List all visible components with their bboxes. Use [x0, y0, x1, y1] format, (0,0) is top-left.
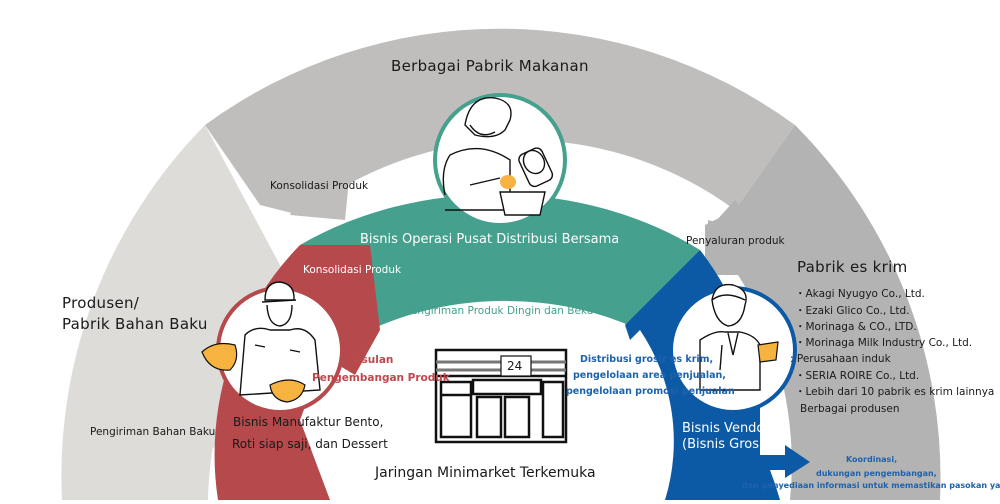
- convenience-store-icon: [434, 348, 568, 444]
- orange-food-item: [500, 175, 516, 189]
- cold-frozen-delivery-label: Pengiriman Produk Dingin dan Beku: [405, 305, 594, 317]
- list-item: : Perusahaan induk: [790, 353, 891, 365]
- list-item: ・Morinaga & CO., LTD.: [795, 321, 917, 333]
- coordination-label-line1: Koordinasi,: [846, 455, 898, 464]
- list-item: ・Ezaki Glico Co., Ltd.: [795, 305, 910, 317]
- outer-ring-ice-cream-segment: [705, 125, 941, 500]
- bread-loaf-icon: [201, 342, 238, 371]
- list-item: Berbagai produsen: [800, 403, 900, 415]
- manufacturing-label-line2: Roti siap saji, dan Dessert: [232, 437, 388, 451]
- distribution-center-label: Bisnis Operasi Pusat Distribusi Bersama: [360, 232, 620, 247]
- minimarket-label: Jaringan Minimarket Terkemuka: [375, 465, 596, 481]
- consolidation-label-inner: Konsolidasi Produk: [303, 264, 402, 276]
- product-dev-proposal-line2: Pengembangan Produk: [312, 372, 450, 384]
- ice-cream-cup-icon: [757, 341, 779, 363]
- wholesale-label-line3: pengelolaan promosi penjualan: [566, 386, 735, 397]
- wholesale-label-line2: pengelolaan area penjualan,: [573, 370, 726, 381]
- distribution-arrow-outer: [708, 200, 765, 275]
- list-item: ・SERIA ROIRE Co., Ltd.: [795, 370, 920, 382]
- vendor-label-line2: (Bisnis Grosir): [682, 437, 774, 452]
- delivery-down-arrow: [480, 268, 520, 298]
- list-item: ・Akagi Nyugyo Co., Ltd.: [795, 288, 925, 300]
- list-item: ・Lebih dari 10 pabrik es krim lainnya: [795, 386, 995, 398]
- product-dev-proposal-line1: Usulan: [353, 354, 394, 366]
- ice-cream-factory-title: Pabrik es krim: [797, 258, 908, 276]
- manufacturing-label-line1: Bisnis Manufaktur Bento,: [233, 415, 384, 429]
- consolidation-label-outer: Konsolidasi Produk: [270, 180, 369, 192]
- coordination-label-line3: dan penyediaan informasi untuk memastika…: [742, 481, 1000, 490]
- raw-material-title-line2: Pabrik Bahan Baku: [62, 315, 208, 333]
- raw-material-arrow: [80, 375, 225, 490]
- consolidation-arrow-outer: [270, 165, 350, 220]
- factory-worker-icon: [442, 97, 554, 216]
- product-distribution-label: Penyaluran produk: [686, 235, 785, 247]
- wholesale-label-line1: Distribusi grosir es krim,: [580, 354, 714, 365]
- food-factories-title: Berbagai Pabrik Makanan: [391, 57, 589, 75]
- distribution-center-band: [300, 194, 700, 330]
- raw-material-title-line1: Produsen/: [62, 294, 140, 312]
- dessert-bowl-icon: [269, 379, 306, 403]
- store-number: 24: [507, 359, 523, 373]
- coordination-label-line2: dukungan pengembangan,: [816, 469, 937, 478]
- manufacturer-worker-icon: [239, 281, 321, 396]
- raw-material-delivery-label: Pengiriman Bahan Baku: [90, 426, 216, 438]
- vendor-label-line1: Bisnis Vendor: [682, 421, 770, 436]
- list-item: ・Morinaga Milk Industry Co., Ltd.: [795, 337, 973, 349]
